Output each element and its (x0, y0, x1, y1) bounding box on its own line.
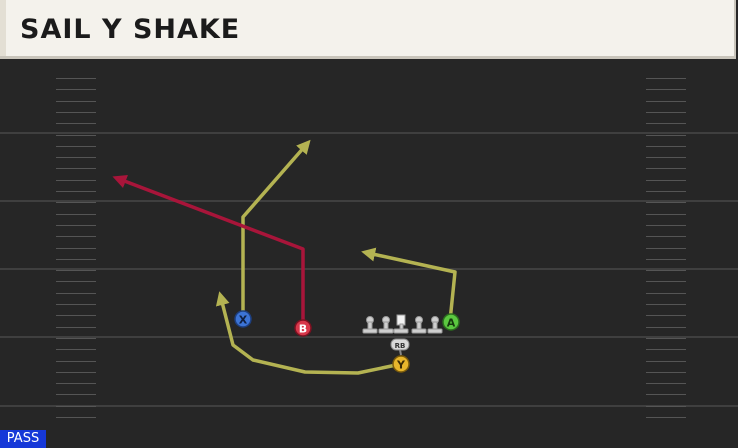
hash-mark (646, 168, 686, 169)
hash-mark (646, 372, 686, 373)
b-button-label: B (299, 323, 307, 336)
hash-mark (646, 315, 686, 316)
hash-mark (646, 135, 686, 136)
hash-mark (646, 146, 686, 147)
a-route (361, 247, 457, 322)
hash-mark (56, 225, 96, 226)
running-back: RB (390, 338, 410, 356)
rb-label: RB (395, 342, 406, 350)
offensive-line (362, 314, 443, 334)
x-button-label: X (239, 314, 248, 327)
hash-mark (646, 281, 686, 282)
hash-mark (56, 327, 96, 328)
y-route (215, 291, 402, 375)
hash-mark (646, 89, 686, 90)
hash-mark (56, 180, 96, 181)
hash-mark (646, 191, 686, 192)
hash-mark (646, 259, 686, 260)
b-route (112, 174, 305, 327)
yard-line (0, 200, 738, 202)
hash-mark (646, 214, 686, 215)
play-type-badge: PASS (0, 430, 46, 448)
yard-line (0, 405, 738, 407)
hash-mark (646, 202, 686, 203)
hash-mark (646, 248, 686, 249)
play-title: SAIL Y SHAKE (20, 14, 241, 45)
yard-line (0, 336, 738, 338)
hash-mark (56, 101, 96, 102)
hash-mark (56, 78, 96, 79)
hash-mark (56, 383, 96, 384)
hash-mark (56, 338, 96, 339)
x-route (241, 139, 311, 318)
hash-mark (646, 349, 686, 350)
receiver-b: B (294, 319, 312, 337)
hash-mark (56, 349, 96, 350)
hash-mark (56, 372, 96, 373)
hash-mark (56, 281, 96, 282)
hash-mark (56, 202, 96, 203)
hash-mark (56, 394, 96, 395)
hash-mark (646, 304, 686, 305)
hash-mark (646, 338, 686, 339)
hash-mark (56, 191, 96, 192)
hash-mark (56, 168, 96, 169)
lineman-left-guard (378, 316, 394, 334)
hash-mark (646, 270, 686, 271)
hash-mark (646, 236, 686, 237)
hash-mark (56, 157, 96, 158)
y-button-label: Y (396, 359, 406, 372)
hash-mark (56, 304, 96, 305)
play-header: SAIL Y SHAKE (0, 0, 736, 59)
receiver-y: Y (392, 355, 410, 373)
hash-mark (56, 315, 96, 316)
receiver-a: A (442, 313, 460, 331)
center (393, 314, 409, 334)
hash-mark (646, 327, 686, 328)
hash-mark (646, 383, 686, 384)
hash-mark (56, 361, 96, 362)
yard-line (0, 268, 738, 270)
hash-mark (646, 78, 686, 79)
lineman-right-tackle (427, 316, 443, 334)
hash-mark (56, 259, 96, 260)
hash-mark (56, 248, 96, 249)
hash-mark (646, 180, 686, 181)
hash-mark (56, 89, 96, 90)
a-button-label: A (447, 317, 456, 330)
hash-mark (646, 157, 686, 158)
hash-mark (56, 112, 96, 113)
hash-mark (646, 394, 686, 395)
hash-mark (56, 236, 96, 237)
hash-mark (56, 214, 96, 215)
hash-mark (56, 417, 96, 418)
hash-mark (646, 406, 686, 407)
lineman-left-tackle (362, 316, 378, 334)
lineman-right-guard (411, 316, 427, 334)
hash-mark (646, 293, 686, 294)
receiver-x: X (234, 310, 252, 328)
hash-mark (646, 225, 686, 226)
hash-mark (56, 270, 96, 271)
hash-mark (56, 406, 96, 407)
hash-mark (56, 123, 96, 124)
hash-mark (646, 101, 686, 102)
hash-mark (646, 123, 686, 124)
yard-line (0, 132, 738, 134)
hash-mark (56, 135, 96, 136)
hash-mark (56, 293, 96, 294)
hash-mark (56, 146, 96, 147)
hash-mark (646, 417, 686, 418)
hash-mark (646, 112, 686, 113)
hash-mark (646, 361, 686, 362)
